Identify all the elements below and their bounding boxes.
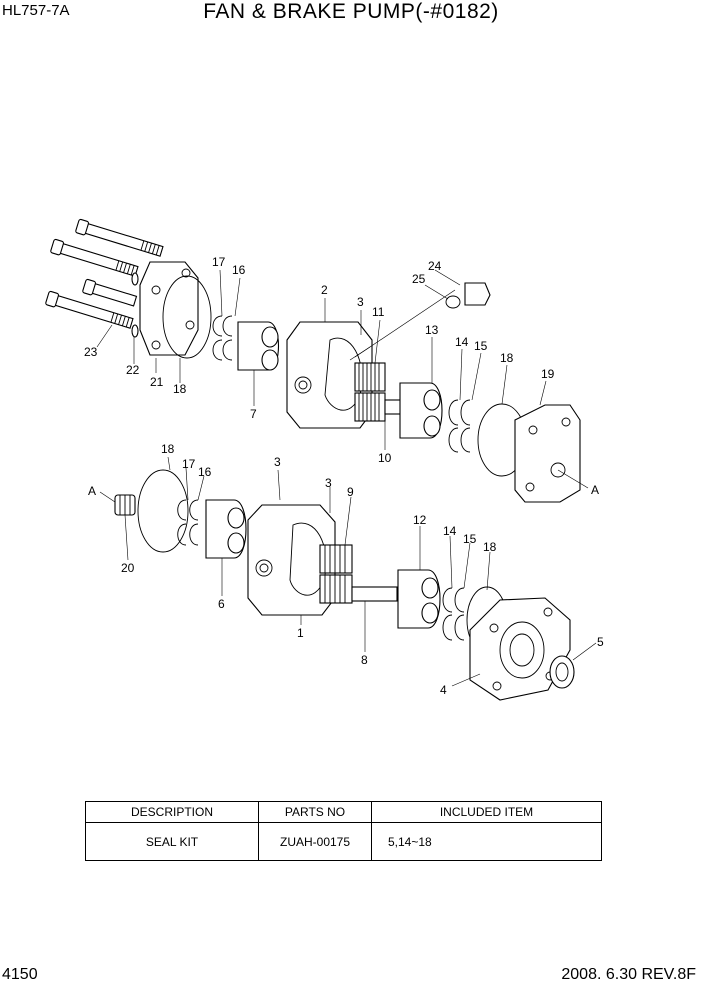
table-header-row: DESCRIPTION PARTS NO INCLUDED ITEM [85,801,602,823]
callout-18: 18 [483,540,497,554]
page-title: FAN & BRAKE PUMP(-#0182) [203,0,499,23]
cover-19 [514,404,581,503]
model-code: HL757-7A [2,2,70,19]
callout-15: 15 [463,532,477,546]
callout-23: 23 [84,345,98,359]
plug-24-oring-25 [445,282,491,309]
bushing-7 [237,321,279,371]
seal-kit-table: DESCRIPTION PARTS NO INCLUDED ITEM SEAL … [85,801,602,861]
bushing-6 [205,499,247,559]
callout-18: 18 [173,382,187,396]
callouts-upper: 23 22 21 18 17 16 7 2 3 11 10 13 14 15 1… [84,255,599,497]
callout-16: 16 [232,263,246,277]
callout-18: 18 [161,442,175,456]
callout-17: 17 [182,457,196,471]
callout-A: A [591,483,599,497]
washers-22 [131,272,139,338]
seals-14-15-upper [448,399,471,453]
callouts-lower: A 20 18 17 16 6 3 3 9 1 8 12 14 15 18 5 … [88,442,604,697]
callout-6: 6 [218,597,225,611]
bolts-23 [45,218,164,329]
header-included-item: INCLUDED ITEM [371,801,602,823]
revision-date: 2008. 6.30 REV.8F [561,966,696,983]
cover-21 [139,261,199,356]
callout-12: 12 [413,513,427,527]
gears-9-8 [319,544,398,604]
callout-7: 7 [250,407,257,421]
callout-9: 9 [347,485,354,499]
housing-1 [247,504,336,616]
callout-25: 25 [412,272,426,286]
table-row: SEAL KIT ZUAH-00175 5,14~18 [85,822,602,861]
callout-13: 13 [425,323,439,337]
callout-8: 8 [361,653,368,667]
header-description: DESCRIPTION [85,801,259,823]
callout-5: 5 [597,635,604,649]
page-number: 4150 [2,966,38,983]
callout-21: 21 [150,375,164,389]
bearing-20 [114,494,136,516]
callout-16: 16 [198,465,212,479]
callout-14: 14 [455,335,469,349]
callout-24: 24 [428,259,442,273]
callout-15: 15 [474,339,488,353]
callout-4: 4 [440,683,447,697]
callout-2: 2 [321,283,328,297]
callout-3: 3 [325,476,332,490]
header-parts-no: PARTS NO [258,801,372,823]
cell-included-item: 5,14~18 [371,822,602,861]
callout-17: 17 [212,255,226,269]
cell-parts-no: ZUAH-00175 [258,822,372,861]
callout-A: A [88,484,96,498]
cell-description: SEAL KIT [85,822,259,861]
flange-4 [469,597,571,701]
callout-10: 10 [378,451,392,465]
bushing-13 [399,382,443,439]
callout-3: 3 [274,455,281,469]
callout-22: 22 [126,363,140,377]
leader-lines [96,269,597,687]
callout-19: 19 [541,367,555,381]
seal-17-16-upper [212,315,233,361]
callout-20: 20 [121,561,135,575]
callout-14: 14 [443,524,457,538]
bushing-12 [397,569,441,629]
callout-11: 11 [372,305,385,319]
callout-1: 1 [297,626,304,640]
oil-seal-5 [549,655,575,689]
o-ring-18-upper-left [162,275,212,359]
seals-14-15-lower [442,587,465,641]
callout-18: 18 [500,351,514,365]
o-ring-18-lower-left [137,469,189,553]
callout-3: 3 [357,295,364,309]
seal-17-16-lower [177,499,199,546]
